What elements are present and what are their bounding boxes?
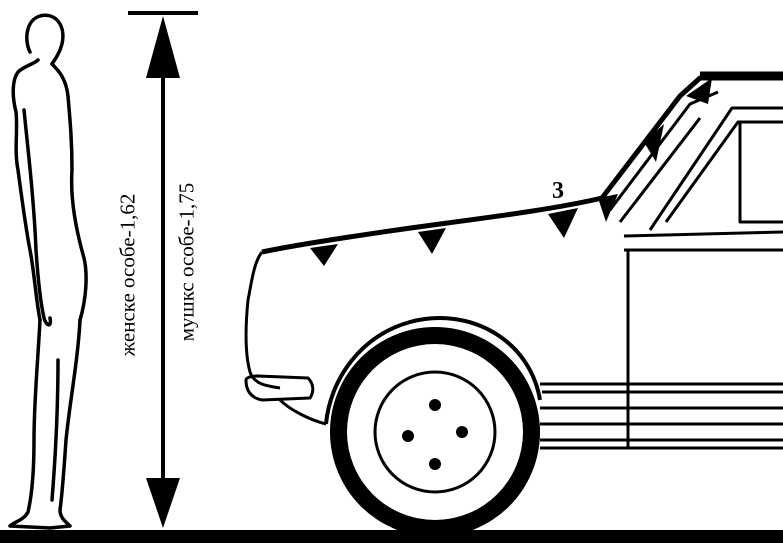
lug-nut xyxy=(456,426,468,438)
female-height-label: женске особе-1,62 xyxy=(115,193,140,357)
car-bumper xyxy=(244,374,315,402)
wheel-arch xyxy=(324,316,542,425)
arrow-up-icon xyxy=(146,16,180,78)
car xyxy=(244,71,783,450)
triangle-marker-icon xyxy=(598,194,618,222)
arrow-down-icon xyxy=(146,478,180,528)
lug-nut xyxy=(402,430,414,442)
triangle-marker-icon xyxy=(644,124,664,162)
height-dimension xyxy=(128,11,198,528)
male-height-label: мушкс особе-1,75 xyxy=(174,182,199,342)
car-windshield xyxy=(600,75,783,200)
lug-nut xyxy=(429,458,441,470)
hood-markers xyxy=(310,78,712,266)
human-figure xyxy=(8,13,88,530)
triangle-marker-icon xyxy=(418,228,446,254)
triangle-marker-icon xyxy=(686,78,712,104)
car-side-window xyxy=(648,106,783,231)
car-hood xyxy=(261,195,603,255)
triangle-marker-icon xyxy=(310,244,338,266)
ground-line xyxy=(0,530,783,543)
marker-label: 3 xyxy=(552,178,564,204)
car-wheel xyxy=(330,327,540,537)
car-front xyxy=(244,251,281,390)
triangle-marker-icon xyxy=(548,208,578,238)
lug-nut xyxy=(429,399,441,411)
